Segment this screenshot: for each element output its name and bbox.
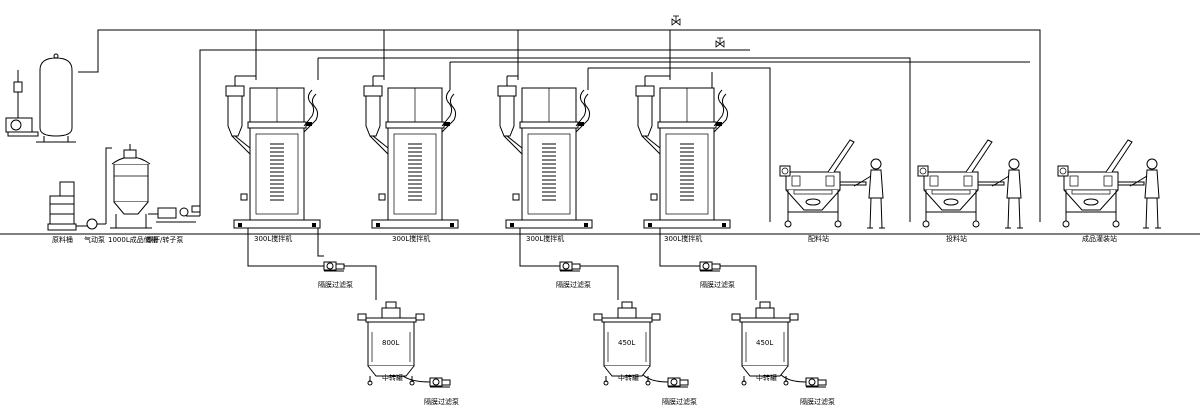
station-2	[917, 139, 1005, 228]
tank-c-volume: 450L	[756, 339, 773, 347]
filter-3-label: 隔膜过滤泵	[700, 280, 735, 289]
mixer-3-label: 300L搅拌机	[526, 234, 564, 243]
worker-1	[853, 158, 886, 229]
raw-material-drum	[47, 181, 80, 231]
main-piping	[78, 29, 1041, 222]
tank-a-volume: 800L	[382, 339, 399, 347]
filter-pump-6	[805, 377, 827, 388]
worker-3	[1129, 158, 1162, 229]
station-1	[779, 139, 867, 228]
tank-b-volume: 450L	[618, 339, 635, 347]
station-3-label: 成品灌装站	[1082, 234, 1117, 243]
filter-pump-3	[699, 261, 721, 272]
mix-tank-1000l	[105, 144, 152, 229]
air-receiver	[5, 53, 76, 143]
station-3	[1057, 139, 1145, 228]
filter-pump-5	[667, 377, 689, 388]
filter-4-label: 隔膜过滤泵	[424, 397, 459, 406]
tank-c-name: 中转罐	[756, 373, 777, 382]
filter-6-label: 隔膜过滤泵	[800, 397, 835, 406]
mixer-2	[363, 75, 459, 229]
worker-2	[991, 158, 1024, 229]
mixer-1-label: 300L搅拌机	[254, 234, 292, 243]
mixer-4	[635, 75, 731, 229]
mixer-4-label: 300L搅拌机	[664, 234, 702, 243]
top-valve-1[interactable]	[671, 15, 681, 26]
filter-5-label: 隔膜过滤泵	[662, 397, 697, 406]
top-valve-2[interactable]	[715, 37, 725, 48]
pneumatic-pump-label: 气动泵	[84, 235, 105, 244]
pneumatic-pump	[80, 218, 106, 230]
lower-piping	[247, 228, 807, 383]
mixer-3	[497, 75, 593, 229]
screw-pump-label: 螺杆/转子泵	[146, 235, 183, 244]
filter-pump-2	[559, 261, 581, 272]
filter-pump-1	[323, 261, 345, 272]
station-1-label: 配料站	[808, 234, 829, 243]
tank-b-name: 中转罐	[618, 373, 639, 382]
filter-2-label: 隔膜过滤泵	[556, 280, 591, 289]
tank-a-name: 中转罐	[382, 373, 403, 382]
mixer-1	[225, 75, 321, 229]
raw-tank-label: 原料桶	[52, 235, 73, 244]
mixer-2-label: 300L搅拌机	[392, 234, 430, 243]
filter-1-label: 隔膜过滤泵	[318, 280, 353, 289]
screw-pump	[148, 205, 201, 223]
mix-tank-label: 1000L成品储槽	[108, 235, 158, 244]
filter-pump-4	[429, 377, 451, 388]
station-2-label: 投料站	[946, 234, 967, 243]
